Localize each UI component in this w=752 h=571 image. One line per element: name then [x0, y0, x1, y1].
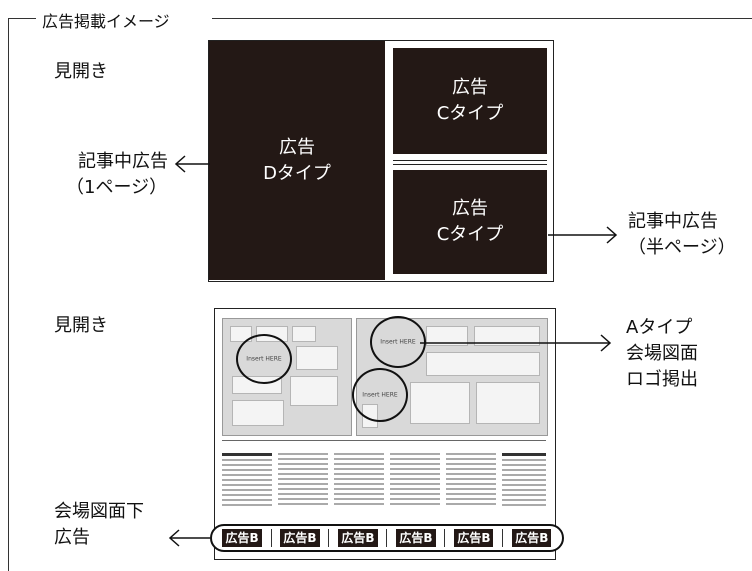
ad-c-bottom-line1: 広告: [452, 198, 488, 219]
badge-separator: [328, 529, 330, 547]
list-column: [502, 450, 546, 514]
insert-here-circle-2: Insert HERE: [370, 316, 426, 368]
callout-left-line1: 記事中広告: [78, 151, 168, 172]
ad-d-line1: 広告: [279, 136, 315, 158]
insert-here-circle-3: Insert HERE: [352, 368, 408, 422]
callout-left-line2: （1ページ）: [66, 177, 168, 198]
half-page-divider-2: [393, 164, 547, 165]
ad-b-badge: 広告B: [454, 529, 494, 547]
list-column: [446, 450, 496, 514]
frame-title: 広告掲載イメージ: [36, 8, 176, 32]
ad-b-badge: 広告B: [280, 529, 320, 547]
callout-a-line2: 会場図面: [626, 343, 698, 364]
arrow-left-icon: [174, 155, 210, 173]
ad-b-row: 広告B 広告B 広告B 広告B 広告B 広告B: [210, 524, 564, 552]
ad-d-type: 広告 Dタイプ: [209, 41, 385, 280]
frame-top-line-left: [8, 18, 36, 19]
callout-b-line1: 会場図面下: [54, 501, 144, 522]
insert-here-label: Insert HERE: [246, 355, 282, 363]
ad-c-top-line2: Cタイプ: [436, 103, 504, 124]
insert-here-circle-1: Insert HERE: [236, 334, 292, 384]
ad-c-type-bottom: 広告 Cタイプ: [393, 170, 547, 274]
badge-separator: [502, 529, 504, 547]
map-booth: [426, 326, 468, 346]
ad-b-badge: 広告B: [338, 529, 378, 547]
map-booth: [290, 376, 338, 406]
ad-b-badge: 広告B: [222, 529, 262, 547]
arrow-right-icon: [420, 334, 612, 352]
badge-separator: [444, 529, 446, 547]
spread2-label: 見開き: [54, 315, 108, 336]
spread1-label: 見開き: [54, 61, 108, 82]
insert-here-label: Insert HERE: [380, 338, 416, 346]
frame-top-line-right: [212, 18, 752, 19]
map-bottom-rule: [222, 440, 546, 441]
map-booth: [232, 400, 284, 426]
ad-d-line2: Dタイプ: [263, 162, 331, 184]
insert-here-label: Insert HERE: [362, 391, 398, 399]
map-booth: [474, 326, 540, 346]
map-booth: [292, 326, 316, 342]
exhibitor-list: [222, 450, 546, 514]
callout-a-line3: ロゴ掲出: [626, 369, 698, 390]
callout-b-line2: 広告: [54, 527, 90, 548]
frame-left-line: [8, 18, 9, 571]
callout-a-line1: Aタイプ: [626, 317, 693, 338]
arrow-right-icon: [548, 226, 618, 244]
badge-separator: [270, 529, 272, 547]
map-booth: [296, 346, 338, 370]
arrow-left-icon: [168, 529, 210, 547]
ad-b-badge: 広告B: [396, 529, 436, 547]
ad-c-top-line1: 広告: [452, 77, 488, 98]
ad-c-bottom-line2: Cタイプ: [436, 224, 504, 245]
half-page-divider-1: [393, 160, 547, 161]
badge-separator: [386, 529, 388, 547]
ad-b-badge: 広告B: [512, 529, 552, 547]
ad-c-type-top: 広告 Cタイプ: [393, 48, 547, 154]
list-column: [334, 450, 384, 514]
map-booth: [410, 382, 470, 424]
list-column: [390, 450, 440, 514]
list-column: [278, 450, 328, 514]
callout-right-line2: （半ページ）: [628, 237, 736, 258]
map-booth: [476, 382, 540, 424]
callout-right-line1: 記事中広告: [628, 211, 718, 232]
map-booth: [426, 352, 540, 376]
list-column: [222, 450, 272, 514]
